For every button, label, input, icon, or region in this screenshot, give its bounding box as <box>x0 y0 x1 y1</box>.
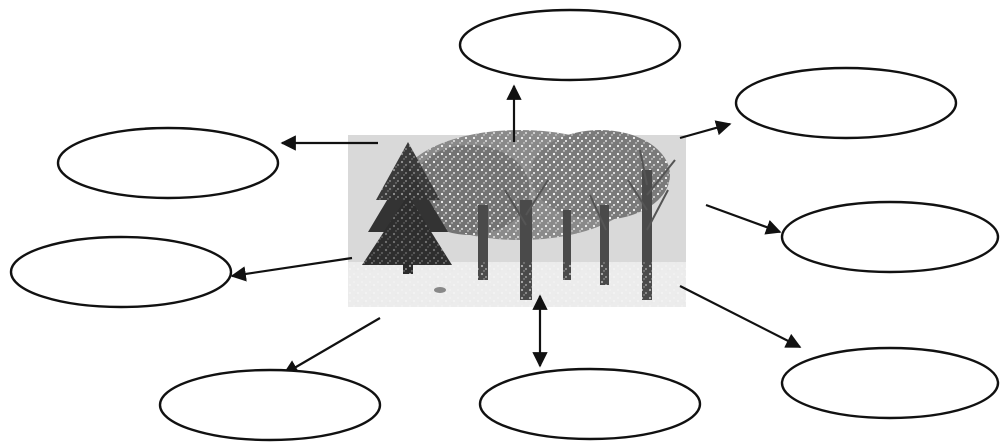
bubble-lower-right[interactable] <box>780 346 1000 420</box>
winter-forest-picture <box>348 130 686 307</box>
arrow-to-upper-right <box>679 120 732 140</box>
bubble-bottom[interactable] <box>478 367 702 441</box>
bubble-lower-left[interactable] <box>158 368 382 442</box>
bubble-middle-left[interactable] <box>9 235 233 309</box>
bubble-upper-right[interactable] <box>734 66 958 140</box>
bubble-upper-left[interactable] <box>56 126 280 200</box>
arrow-to-lower-left <box>282 317 381 375</box>
arrow-to-middle-left <box>230 256 353 282</box>
arrow-to-middle-right <box>705 203 782 235</box>
bubble-middle-right[interactable] <box>780 200 1000 274</box>
arrow-to-lower-right <box>679 285 802 348</box>
arrows <box>230 84 802 375</box>
answer-bubbles <box>9 8 1000 442</box>
bare-branches <box>504 149 676 231</box>
bubble-top[interactable] <box>458 8 682 82</box>
